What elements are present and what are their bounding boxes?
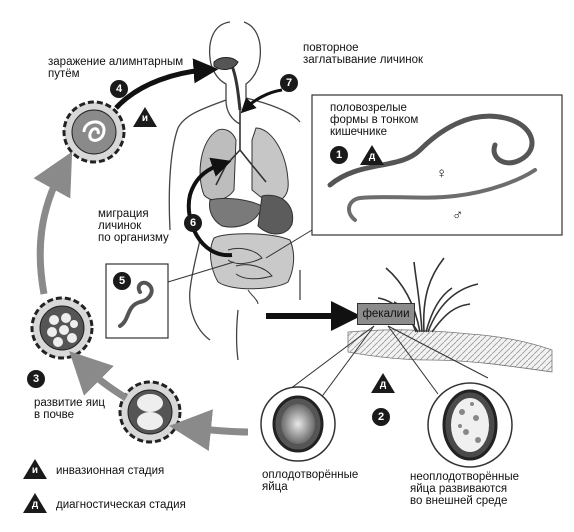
larva-pointer-line [167, 261, 235, 283]
egg-stage-4 [62, 100, 126, 164]
legend-diagnostic-text: диагностическая стадия [56, 499, 186, 511]
stomach [257, 194, 294, 235]
liver [209, 197, 263, 228]
feces-box: фекалии [357, 303, 415, 325]
grass-tuft [377, 257, 479, 333]
stage-number-2: 2 [372, 408, 390, 426]
infection-arrow [114, 58, 219, 110]
egg-stage-3 [30, 296, 94, 360]
intestines [210, 233, 295, 305]
stage-number-1: 1 [330, 146, 348, 164]
mouth-cavity [213, 57, 239, 70]
cycle-arrow-embryo-to-infective [33, 151, 73, 295]
cycle-arrow-egg-to-soil [169, 409, 249, 451]
diagnostic-stage-mark-adults: д [359, 144, 385, 166]
legend-infective-text: инвазионная стадия [56, 465, 165, 477]
cycle-arrow-soil-to-embryo [69, 351, 128, 401]
human-body [168, 21, 301, 361]
migration-arrow [186, 157, 233, 258]
adults-pointer-line [265, 229, 313, 259]
pointer-to-unfertilized-egg [387, 325, 439, 395]
reinfection-arrow [240, 88, 283, 114]
esophagus [230, 65, 242, 111]
adults-inset-frame [311, 94, 563, 236]
stage-number-5: 5 [113, 272, 131, 290]
adult-female-worm [327, 113, 535, 188]
pointer-to-unfertilized-egg-2 [387, 325, 489, 379]
pointer-to-fertilized-egg [277, 325, 375, 399]
female-symbol: ♀ [436, 165, 448, 182]
soil [347, 329, 553, 373]
diagnostic-stage-mark-eggs: д [370, 372, 396, 394]
legend-diagnostic-mark: д [22, 492, 48, 514]
egg-stage-2-cleavage [118, 380, 182, 444]
stage-number-3: 3 [27, 370, 45, 388]
stage-number-7: 7 [280, 74, 298, 92]
legend-infective-mark: и [22, 458, 48, 480]
lungs [199, 110, 289, 202]
stage-number-6: 6 [184, 214, 202, 232]
fertilized-egg [260, 386, 336, 462]
unfertilized-egg [427, 382, 513, 468]
larva-worm [118, 280, 154, 328]
stage-number-4: 4 [110, 80, 128, 98]
male-symbol: ♂ [452, 207, 464, 224]
infective-stage-mark: и [132, 106, 158, 128]
adult-male-worm [347, 168, 537, 222]
